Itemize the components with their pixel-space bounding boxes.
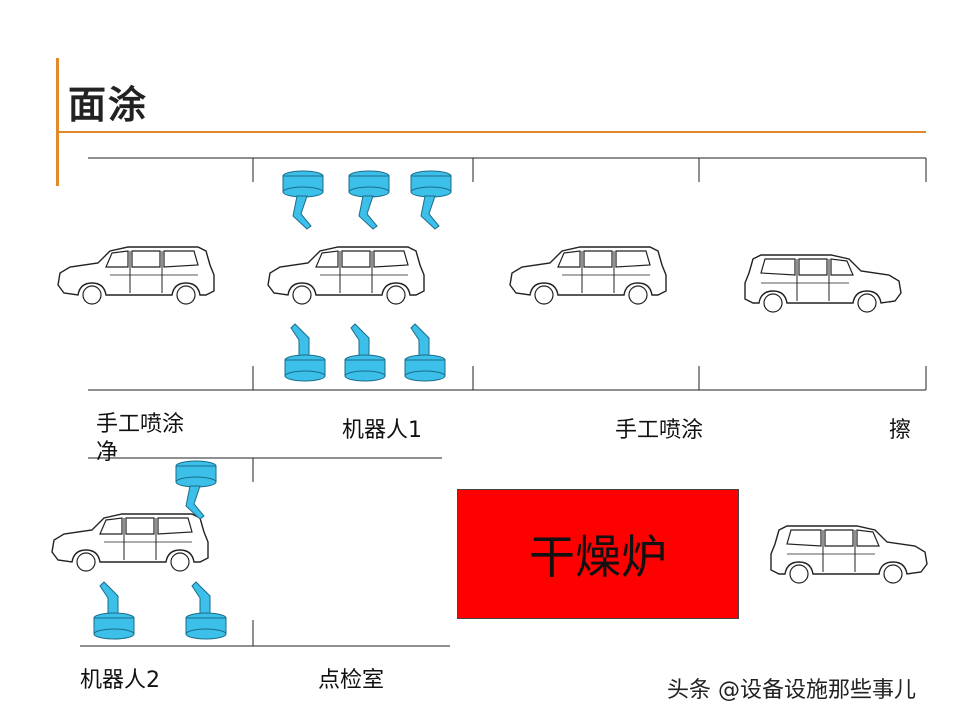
station-label-robot1: 机器人1 xyxy=(342,418,422,443)
station-label-manual-spray: 手工喷涂 xyxy=(615,418,704,443)
watermark: 头条 @设备设施那些事儿 xyxy=(667,678,916,703)
robot-arm-icon xyxy=(175,460,217,520)
station-label-robot2: 机器人2 xyxy=(80,668,160,693)
car-body-icon xyxy=(267,246,425,305)
robot-arm-icon xyxy=(282,170,324,230)
page-title: 面涂 xyxy=(68,83,149,127)
robot-arm-icon xyxy=(410,170,452,230)
title-accent-bar xyxy=(56,58,59,186)
robot-arm-icon xyxy=(185,581,227,640)
station-label-manual-clean: 手工喷涂 净 xyxy=(96,412,185,465)
car-body-icon xyxy=(509,246,667,305)
robot-arm-icon xyxy=(93,581,135,640)
robot-arm-icon xyxy=(344,323,386,382)
title-underline xyxy=(56,131,926,133)
robot-arm-icon xyxy=(404,323,446,382)
drying-oven-label: 干燥炉 xyxy=(529,530,667,584)
car-body-icon xyxy=(770,525,928,584)
drying-oven: 干燥炉 xyxy=(457,489,739,619)
station-label-wipe: 擦 xyxy=(889,418,912,443)
car-body-icon xyxy=(51,513,209,572)
car-body-icon xyxy=(744,254,902,313)
car-body-icon xyxy=(57,246,215,305)
robot-arm-icon xyxy=(348,170,390,230)
robot-arm-icon xyxy=(284,323,326,382)
station-label-inspection: 点检室 xyxy=(318,668,385,693)
